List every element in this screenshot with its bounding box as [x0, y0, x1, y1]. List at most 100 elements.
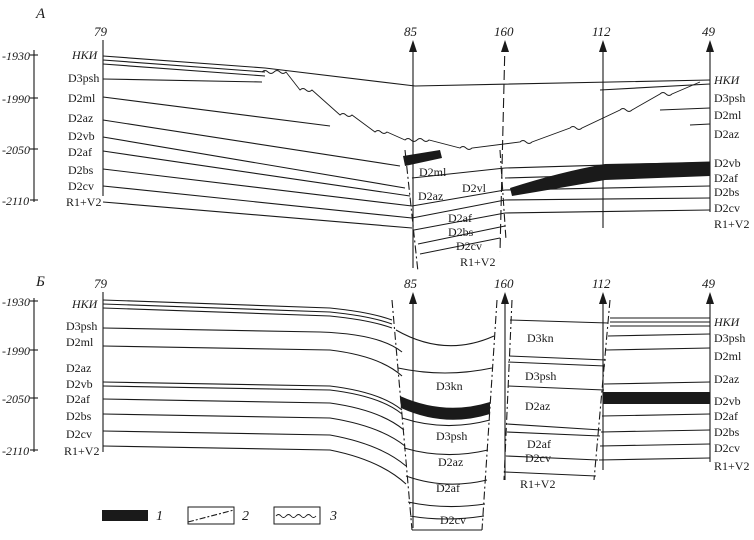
- label-b-r-d3psh: D3psh: [714, 331, 745, 345]
- label-a-c-d2cv: D2cv: [456, 239, 482, 253]
- legend-item-1: 1: [102, 509, 163, 524]
- left-labels-b: НКИ D3psh D2ml D2az D2vb D2af D2bs D2cv …: [64, 297, 99, 458]
- fault-b-2: [481, 299, 498, 531]
- depth-tick-a-1990: -1990: [2, 92, 30, 106]
- depth-tick-b-2050: -2050: [2, 392, 30, 406]
- wells-a: 85 160 112 49: [404, 24, 716, 268]
- label-a-c-d2ml: D2ml: [419, 165, 447, 179]
- well-label-b-49: 49: [702, 276, 716, 291]
- label-a-c-d2af: D2af: [448, 211, 472, 225]
- label-a-c-d2bs: D2bs: [448, 225, 474, 239]
- strata-lines-a: [102, 55, 711, 255]
- label-a-r-r1v2: R1+V2: [714, 217, 749, 231]
- graben-block-2-b: D3kn D3psh D2az D2af D2cv R1+V2: [503, 299, 611, 491]
- well-label-b-79: 79: [94, 276, 108, 291]
- label-b-b1-d2cv: D2cv: [440, 513, 466, 527]
- well-label-b-112: 112: [592, 276, 611, 291]
- left-labels-a: НКИ D3psh D2ml D2az D2vb D2af D2bs D2cv …: [66, 48, 101, 209]
- panel-a-letter: A: [35, 6, 46, 22]
- label-a-r-d2ml: D2ml: [714, 108, 742, 122]
- label-b-d3psh: D3psh: [66, 319, 97, 333]
- label-a-r-hki: НКИ: [713, 73, 741, 87]
- label-a-d3psh: D3psh: [68, 71, 99, 85]
- label-a-r-d2bs: D2bs: [714, 185, 740, 199]
- label-b-b1-d2af: D2af: [436, 481, 460, 495]
- label-b-d2af: D2af: [66, 392, 90, 406]
- black-band-a-right: [510, 162, 710, 196]
- fault-b-4: [593, 299, 611, 481]
- label-b-d2az: D2az: [66, 361, 91, 375]
- label-b-b1-d2az: D2az: [438, 455, 463, 469]
- graben-block-1-b: D3kn D3psh D2az D2af D2cv: [391, 299, 498, 531]
- label-a-c-r1v2: R1+V2: [460, 255, 495, 269]
- label-b-d2ml: D2ml: [66, 335, 94, 349]
- label-a-r-d2vb: D2vb: [714, 156, 741, 170]
- black-band-a-left: [403, 150, 442, 166]
- label-b-b2-d2cv: D2cv: [525, 451, 551, 465]
- center-labels-a: D2ml D2az D2vl D2af D2bs D2cv R1+V2: [418, 165, 495, 269]
- label-b-d2bs: D2bs: [66, 409, 92, 423]
- well-label-b-160: 160: [494, 276, 514, 291]
- well-label-a-49: 49: [702, 24, 716, 39]
- right-labels-b: НКИ D3psh D2ml D2az D2vb D2af D2bs D2cv …: [713, 315, 749, 473]
- legend-item-3: 3: [273, 506, 337, 525]
- strata-lines-b-right: [598, 317, 711, 461]
- panel-b: Б -1930 -1990 -2050 -2110 79 НКИ D3psh D…: [2, 274, 749, 531]
- label-b-d2cv: D2cv: [66, 427, 92, 441]
- label-a-d2az: D2az: [68, 111, 93, 125]
- label-b-hki: НКИ: [71, 297, 99, 311]
- label-a-d2af: D2af: [68, 145, 92, 159]
- label-a-d2vb: D2vb: [68, 129, 95, 143]
- label-b-b2-d2af: D2af: [527, 437, 551, 451]
- label-a-r-d2cv: D2cv: [714, 201, 740, 215]
- label-b-r-r1v2: R1+V2: [714, 459, 749, 473]
- depth-scale-b: -1930 -1990 -2050 -2110: [2, 295, 38, 458]
- label-a-c-d2az: D2az: [418, 189, 443, 203]
- depth-tick-b-1930: -1930: [2, 295, 30, 309]
- legend-symbol-fault: [187, 509, 235, 523]
- legend-number-1: 1: [156, 509, 163, 524]
- well-label-b-85: 85: [404, 276, 418, 291]
- label-b-r-d2az: D2az: [714, 372, 739, 386]
- legend-symbol-erosion: [275, 514, 317, 518]
- label-b-b2-d2az: D2az: [525, 399, 550, 413]
- label-a-hki: НКИ: [71, 48, 99, 62]
- fault-b-1: [391, 299, 413, 531]
- panel-b-letter: Б: [35, 274, 45, 290]
- label-b-r-d2vb: D2vb: [714, 394, 741, 408]
- erosion-line-a: [261, 70, 701, 150]
- label-a-r-d2az: D2az: [714, 127, 739, 141]
- depth-tick-a-2050: -2050: [2, 143, 30, 157]
- right-labels-a: НКИ D3psh D2ml D2az D2vb D2af D2bs D2cv …: [713, 73, 749, 231]
- label-b-b2-d3kn: D3kn: [527, 331, 554, 345]
- fault-a-1: [404, 149, 419, 273]
- well-label-a-79: 79: [94, 24, 108, 39]
- depth-tick-b-2110: -2110: [2, 444, 29, 458]
- label-b-d2vb: D2vb: [66, 377, 93, 391]
- label-b-r-d2ml: D2ml: [714, 349, 742, 363]
- panel-a: A -1930 -1990 -2050 -2110 79 НКИ D3psh D…: [2, 6, 749, 273]
- label-b-b2-r1v2: R1+V2: [520, 477, 555, 491]
- wells-b: 85 160 112 49: [404, 276, 716, 528]
- legend-number-2: 2: [242, 509, 249, 524]
- label-a-d2ml: D2ml: [68, 91, 96, 105]
- label-a-d2cv: D2cv: [68, 179, 94, 193]
- label-b-r-d2cv: D2cv: [714, 441, 740, 455]
- legend: 1 2 3: [102, 506, 337, 525]
- label-b-r-d2af: D2af: [714, 409, 738, 423]
- fault-a-2: [499, 149, 507, 241]
- label-a-r-d3psh: D3psh: [714, 91, 745, 105]
- label-b-r-d2bs: D2bs: [714, 425, 740, 439]
- depth-tick-a-2110: -2110: [2, 194, 29, 208]
- well-label-a-85: 85: [404, 24, 418, 39]
- legend-symbol-black-band: [102, 510, 148, 521]
- label-a-c-d2vl: D2vl: [462, 181, 487, 195]
- well-label-a-160: 160: [494, 24, 514, 39]
- label-b-b1-d3psh: D3psh: [436, 429, 467, 443]
- legend-box-2: [187, 506, 235, 525]
- legend-box-3: [273, 506, 321, 525]
- label-a-d2bs: D2bs: [68, 163, 94, 177]
- well-label-a-112: 112: [592, 24, 611, 39]
- legend-item-2: 2: [187, 506, 249, 525]
